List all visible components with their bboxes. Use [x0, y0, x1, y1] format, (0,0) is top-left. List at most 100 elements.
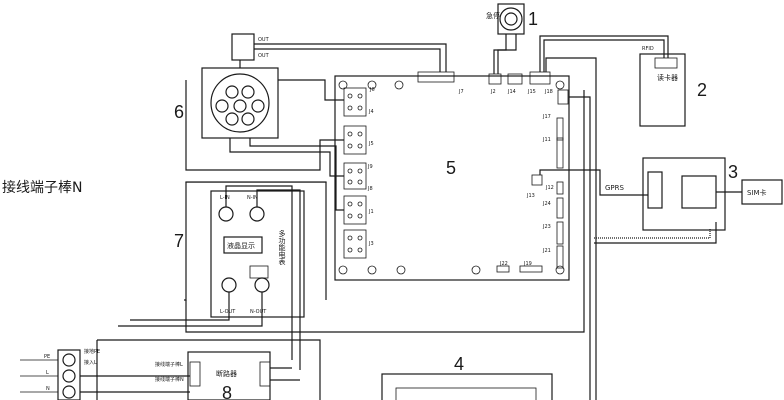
- board-connector-labels: J6 J4 J5 J9 J8 J1 J3 J7 J2 J14 J15 J18 J…: [367, 87, 554, 267]
- rfid-reader: [639, 53, 686, 127]
- mini-connector: [231, 33, 255, 61]
- socket-pin-5: [225, 112, 239, 126]
- sim-slot: [681, 175, 717, 209]
- breaker-left-top: 接线端子棒L: [155, 361, 183, 368]
- meter-n-in: N-IN: [247, 195, 258, 201]
- wire-switch-a: [493, 34, 507, 74]
- svg-text:J19: J19: [523, 261, 532, 267]
- meter-l-in: L-IN: [220, 195, 230, 201]
- wire-socket-b: [185, 80, 344, 171]
- svg-text:J5: J5: [368, 141, 374, 147]
- board-holes: [338, 80, 565, 275]
- svg-text:J17: J17: [542, 114, 551, 120]
- emergency-switch-core: [504, 12, 518, 26]
- wire-socket-d: [249, 138, 344, 211]
- terminal-l-right: 接入L: [84, 359, 97, 366]
- terminal-input-wires: [20, 359, 58, 393]
- svg-text:J24: J24: [542, 201, 551, 207]
- socket-outer: [210, 73, 270, 133]
- svg-text:J12: J12: [545, 185, 554, 191]
- emergency-switch-body: [497, 3, 525, 35]
- svg-text:J2: J2: [490, 89, 496, 95]
- frame-bottom-line: [185, 90, 585, 333]
- meter-n-out: N-OUT: [250, 309, 267, 315]
- wire-meter-d: [118, 292, 263, 327]
- wire-meter-a: [225, 185, 293, 360]
- breaker-right-terminal: [259, 361, 271, 387]
- wire-gprs: [539, 169, 648, 196]
- terminal-pe-label: PE: [44, 354, 50, 360]
- wire-mini-a: [254, 43, 447, 72]
- label-5: 5: [446, 158, 456, 178]
- switch-label: 急停: [486, 11, 500, 20]
- svg-text:J15: J15: [527, 89, 536, 95]
- label-6: 6: [174, 102, 184, 122]
- gprs-terminal: [647, 171, 663, 209]
- antenna-cable: [594, 228, 711, 239]
- meter-relay: [249, 265, 269, 279]
- meter-display: [223, 236, 263, 254]
- wire-switch-b: [497, 34, 517, 74]
- socket-pin-4: [251, 99, 265, 113]
- label-8: 8: [222, 383, 232, 400]
- breaker: [187, 351, 271, 400]
- left-label: 接线端子棒N: [2, 179, 82, 196]
- svg-text:J22: J22: [499, 261, 508, 267]
- wire-meter-c: [130, 292, 230, 321]
- socket-pin-6: [241, 112, 255, 126]
- emergency-switch: [499, 7, 523, 31]
- svg-text:J6: J6: [369, 87, 375, 93]
- svg-text:J7: J7: [458, 89, 464, 95]
- breaker-left-bottom: 接线端子棒N: [155, 376, 184, 383]
- antenna-cable-edge: [594, 222, 717, 244]
- meter-side-text: 多功能电表: [278, 229, 286, 266]
- right-headers: [496, 89, 569, 273]
- wire-mini-b: [254, 48, 441, 72]
- rfid-text: 读卡器: [657, 73, 678, 82]
- breaker-left-terminal: [189, 361, 201, 387]
- mini-label-2: OUT: [258, 53, 270, 59]
- gprs-label: GPRS: [605, 184, 625, 192]
- label-4: 4: [454, 354, 464, 374]
- label-2: 2: [697, 80, 707, 100]
- wire-meter-b: [256, 189, 301, 370]
- module-4: [381, 373, 553, 400]
- charging-socket: [201, 67, 279, 139]
- terminal-l-label: L: [46, 370, 49, 376]
- sim-card-box: [741, 179, 783, 205]
- wire-module-4: [569, 96, 591, 400]
- label-7: 7: [174, 231, 184, 251]
- socket-pin-3: [215, 99, 229, 113]
- wire-socket-a: [278, 79, 344, 101]
- rfid-tag: RFID: [642, 46, 654, 52]
- module-4-inner: [395, 387, 537, 400]
- svg-text:J13: J13: [526, 193, 535, 199]
- svg-text:J11: J11: [542, 137, 551, 143]
- meter-l-out: L-OUT: [220, 309, 236, 315]
- mini-label-1: OUT: [258, 37, 270, 43]
- wire-rfid-a: [543, 39, 665, 72]
- svg-text:J21: J21: [542, 248, 551, 254]
- terminal-n-label: N: [46, 386, 50, 392]
- wire-rfid-b: [539, 35, 669, 72]
- terminal-block: [57, 349, 81, 400]
- terminal-l: [62, 369, 76, 383]
- wire-module-4b: [545, 57, 597, 400]
- lower-frame-line: [97, 339, 321, 400]
- svg-text:J4: J4: [368, 109, 374, 115]
- terminal-n: [62, 385, 76, 399]
- svg-text:J14: J14: [507, 89, 516, 95]
- frame-left-line: [184, 182, 187, 301]
- socket-pin-7: [233, 99, 247, 113]
- svg-text:J23: J23: [542, 224, 551, 230]
- wire-socket-c: [229, 138, 344, 177]
- sim-label: SIM卡: [747, 188, 767, 197]
- terminal-pe-right: 接地PE: [84, 348, 100, 355]
- svg-text:J8: J8: [367, 186, 373, 192]
- svg-text:J1: J1: [368, 209, 374, 215]
- label-3: 3: [728, 162, 738, 182]
- svg-text:J9: J9: [367, 164, 373, 170]
- meter-display-text: 液晶显示: [227, 241, 255, 250]
